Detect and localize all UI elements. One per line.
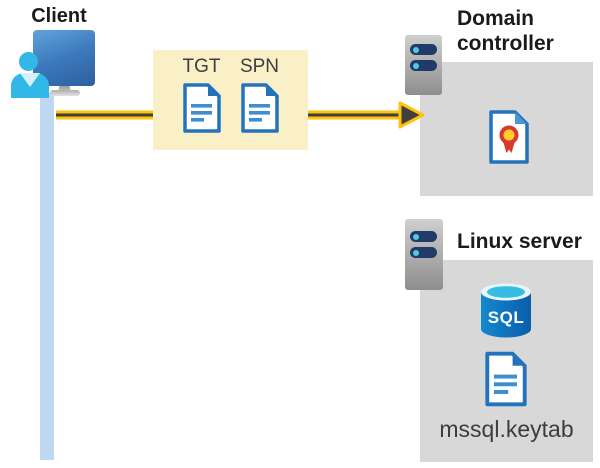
server-slot bbox=[410, 44, 437, 55]
spn-ticket: SPN bbox=[239, 56, 281, 133]
server-slot bbox=[410, 247, 437, 258]
server-led bbox=[413, 233, 419, 240]
keytab-filename-label: mssql.keytab bbox=[439, 416, 574, 442]
linux-server-icon bbox=[405, 219, 443, 290]
tgt-document-icon bbox=[182, 83, 221, 133]
sql-icon-label: SQL bbox=[488, 308, 524, 327]
keytab-document-icon bbox=[485, 351, 527, 407]
spn-label: SPN bbox=[239, 56, 280, 77]
monitor-stand-neck bbox=[58, 84, 71, 92]
spn-document-icon bbox=[240, 83, 279, 133]
server-led bbox=[413, 62, 419, 69]
server-slot bbox=[410, 60, 437, 71]
certificate-icon bbox=[489, 110, 529, 164]
client-label: Client bbox=[31, 5, 87, 27]
domain-controller-server-icon bbox=[405, 35, 442, 95]
monitor-stand-base bbox=[50, 90, 80, 96]
client-timeline-line bbox=[40, 93, 54, 460]
person-head bbox=[19, 52, 38, 71]
server-slot bbox=[410, 231, 437, 242]
ticket-box: TGT SPN bbox=[153, 50, 308, 150]
server-led bbox=[413, 249, 419, 256]
server-led bbox=[413, 46, 419, 53]
tgt-ticket: TGT bbox=[181, 56, 223, 133]
domain-controller-label: Domain controller bbox=[457, 7, 554, 55]
sql-database-icon: SQL bbox=[481, 283, 531, 338]
person-collar bbox=[20, 73, 40, 87]
tgt-label: TGT bbox=[182, 56, 221, 77]
linux-server-label: Linux server bbox=[457, 230, 582, 253]
